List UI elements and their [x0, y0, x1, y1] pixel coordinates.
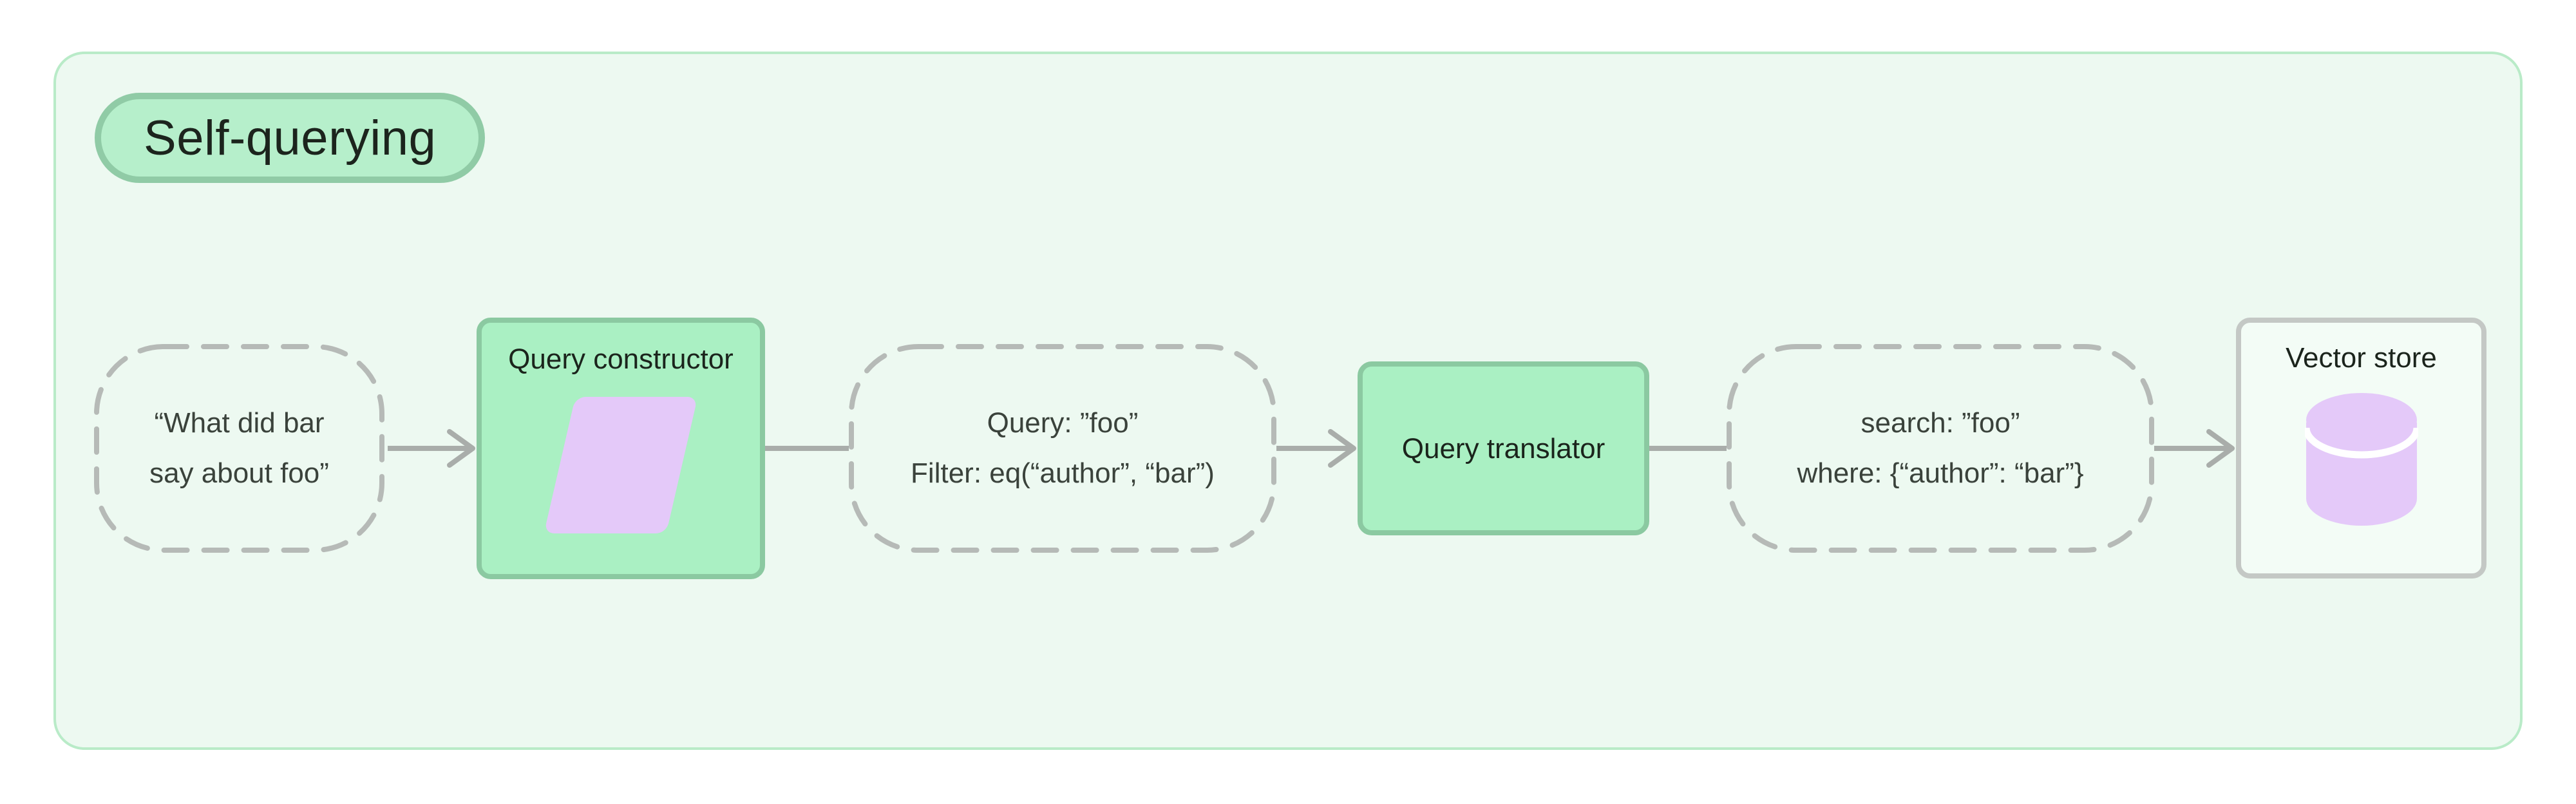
structured-query-line-2: Filter: eq(“author”, “bar”): [911, 457, 1215, 489]
structured-query-line-1: Query: ”foo”: [987, 407, 1139, 439]
input-query-line-2: say about foo”: [149, 457, 329, 489]
translated-query-text: search: ”foo” where: {“author”: “bar”}: [1797, 398, 2083, 499]
vector-store-label: Vector store: [2286, 342, 2437, 374]
node-structured-query: Query: ”foo” Filter: eq(“author”, “bar”): [849, 344, 1276, 553]
title-badge-label: Self-querying: [144, 110, 437, 166]
query-translator-label: Query translator: [1401, 432, 1605, 464]
query-constructor-label: Query constructor: [508, 343, 734, 375]
input-query-line-1: “What did bar: [154, 407, 325, 439]
title-badge: Self-querying: [95, 93, 486, 183]
arrowhead-icon: [447, 429, 475, 468]
dashed-border: [1727, 344, 2154, 553]
structured-query-text: Query: ”foo” Filter: eq(“author”, “bar”): [911, 398, 1215, 499]
connector-arrow-input-to-constructor: [388, 429, 475, 468]
translated-query-line-2: where: {“author”: “bar”}: [1797, 457, 2084, 489]
database-cylinder-icon: [2302, 392, 2420, 535]
node-translated-query: search: ”foo” where: {“author”: “bar”}: [1727, 344, 2154, 553]
arrowhead-icon: [2206, 429, 2235, 468]
dashed-border: [94, 344, 384, 553]
dashed-border: [849, 344, 1276, 553]
connector-arrow-translated-to-vectorstore: [2154, 429, 2235, 468]
translated-query-line-1: search: ”foo”: [1861, 407, 2020, 439]
node-input-query: “What did bar say about foo”: [94, 344, 384, 553]
input-query-text: “What did bar say about foo”: [149, 398, 329, 499]
parallelogram-icon: [544, 397, 698, 533]
connector-line-translator-to-translated: [1649, 446, 1727, 451]
connector-arrow-structured-to-translator: [1276, 429, 1356, 468]
connector-line-constructor-to-structured: [765, 446, 849, 451]
node-vector-store: Vector store: [2236, 318, 2486, 579]
self-querying-card: Self-querying “What did bar say about fo…: [53, 52, 2523, 750]
node-query-translator: Query translator: [1358, 361, 1649, 535]
arrowhead-icon: [1328, 429, 1356, 468]
node-query-constructor: Query constructor: [477, 318, 765, 579]
